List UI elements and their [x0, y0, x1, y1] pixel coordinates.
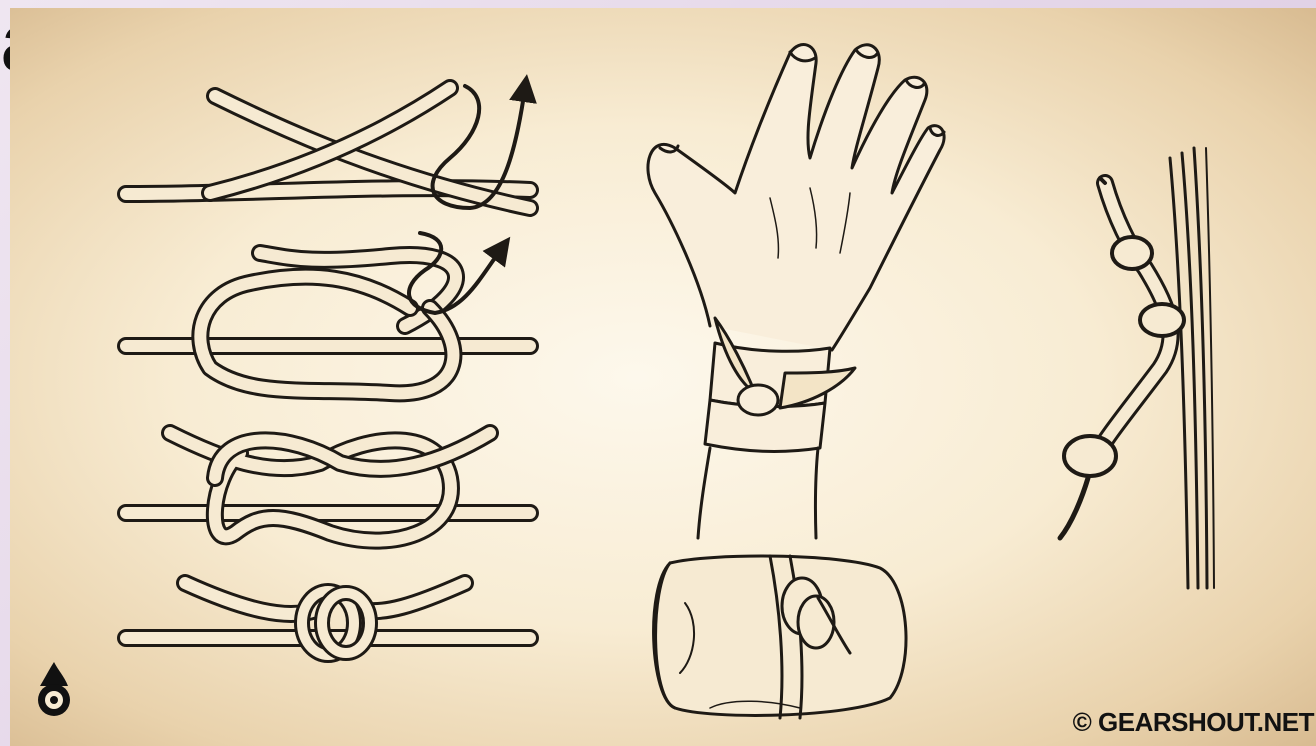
knot-illustration — [10, 8, 1316, 746]
knot-step-2 — [126, 233, 530, 393]
knot-step-3 — [126, 433, 530, 541]
knot-step-4 — [126, 583, 530, 655]
hand-bandage-figure — [648, 45, 944, 538]
climbing-rope-figure — [1060, 148, 1214, 588]
gearshout-logo-icon — [38, 662, 70, 716]
credit-text: © GEARSHOUT.NET — [1073, 707, 1314, 738]
bundle-figure — [654, 556, 906, 718]
knot-step-1 — [126, 86, 530, 208]
